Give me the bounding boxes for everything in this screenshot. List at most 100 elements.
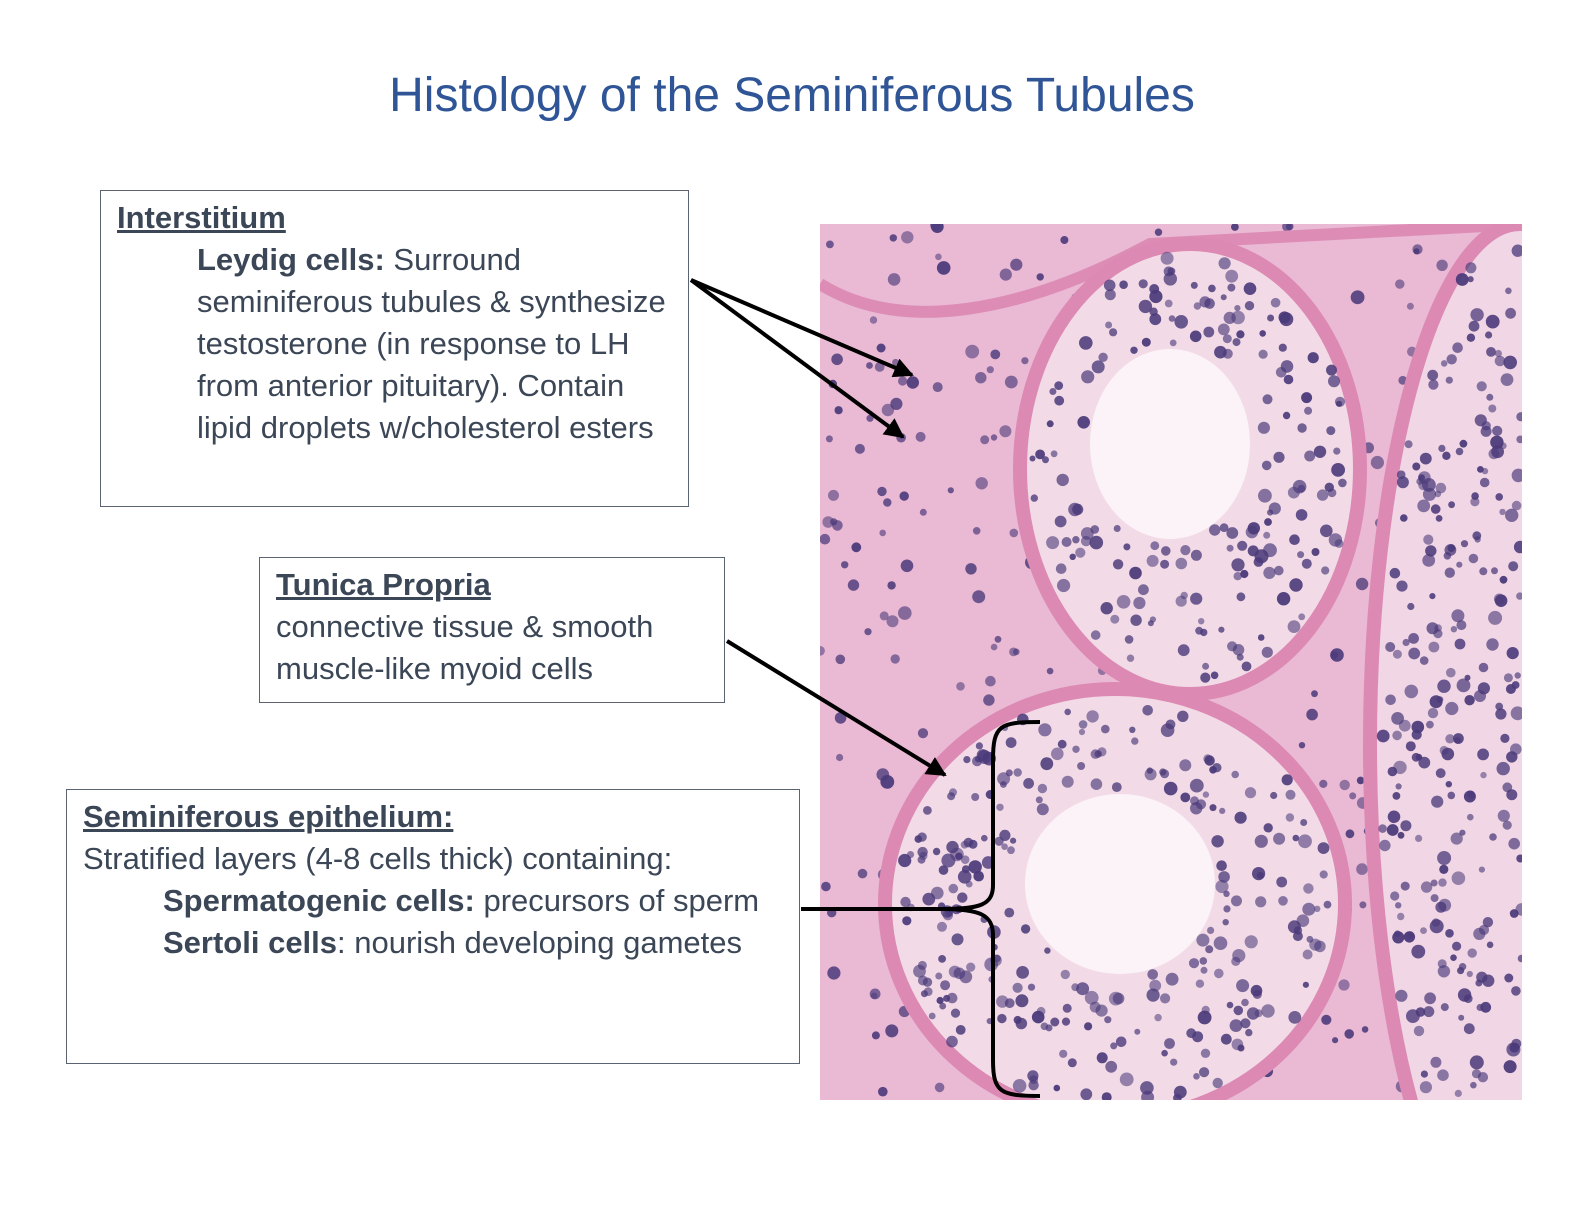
cell-nucleus [1054,515,1067,528]
cell-nucleus [1447,544,1456,553]
cell-nucleus [1211,835,1224,848]
cell-nucleus [1436,696,1444,703]
cell-nucleus [1496,761,1510,776]
cell-nucleus [1486,347,1496,357]
leydig-text: Surround seminiferous tubules & synthesi… [197,242,666,445]
cell-nucleus [1297,551,1305,559]
cell-nucleus [963,756,971,764]
cell-nucleus [874,362,885,372]
cell-nucleus [1223,311,1236,324]
cell-nucleus [1098,352,1108,362]
cell-nucleus [1111,782,1122,792]
cell-nucleus [1408,647,1421,660]
cell-nucleus [1302,981,1309,988]
cell-nucleus [1430,894,1439,903]
cell-nucleus [1510,743,1522,755]
cell-nucleus [1511,681,1520,689]
cell-nucleus [820,533,831,545]
cell-nucleus [999,425,1012,438]
cell-nucleus [1474,536,1481,543]
cell-nucleus [1035,449,1045,460]
cell-nucleus [1104,1016,1112,1024]
cell-nucleus [831,353,843,366]
cell-nucleus [1270,297,1281,308]
cell-nucleus [1060,969,1070,980]
cell-nucleus [1499,575,1508,584]
cell-nucleus [1013,768,1022,777]
cell-nucleus [1491,567,1498,575]
cell-nucleus [1004,907,1015,918]
cell-nucleus [847,579,860,591]
tubule-lower-lumen [1025,794,1215,974]
cell-nucleus [1396,470,1406,479]
cell-nucleus [937,921,947,932]
cell-nucleus [1397,831,1405,839]
cell-nucleus [1245,1028,1253,1037]
cell-nucleus [1333,447,1341,455]
cell-nucleus [834,406,843,415]
cell-nucleus [1415,753,1423,761]
cell-nucleus [1332,1037,1339,1044]
cell-nucleus [971,793,980,801]
cell-nucleus [1071,983,1080,992]
cell-nucleus [1012,1079,1027,1093]
cell-nucleus [1328,533,1343,547]
cell-nucleus [1508,561,1519,572]
cell-nucleus [841,561,849,569]
cell-nucleus [1134,1028,1141,1035]
cell-nucleus [1446,667,1456,678]
cell-nucleus [1338,478,1347,488]
cell-nucleus [919,508,927,516]
cell-nucleus [1451,871,1466,885]
cell-nucleus [1138,584,1149,596]
cell-nucleus [1492,425,1503,436]
cell-nucleus [1205,945,1214,954]
cell-nucleus [822,516,834,528]
cell-nucleus [1386,824,1399,836]
cell-nucleus [1466,333,1476,342]
cell-nucleus [1197,1010,1212,1025]
cell-nucleus [1319,779,1328,789]
cell-nucleus [1138,299,1153,314]
cell-nucleus [1435,901,1447,913]
cell-nucleus [1077,416,1090,429]
spermatogenic-description: Spermatogenic cells: precursors of sperm [83,880,785,922]
cell-nucleus [1423,1006,1435,1018]
cell-nucleus [1301,558,1312,569]
cell-nucleus [1212,763,1222,773]
cell-nucleus [1489,833,1497,841]
cell-nucleus [1328,375,1340,388]
cell-nucleus [1467,948,1477,958]
cell-nucleus [836,753,844,762]
cell-nucleus [1450,954,1457,961]
cell-nucleus [975,477,988,490]
cell-nucleus [1259,330,1266,337]
cell-nucleus [1204,755,1215,766]
cell-nucleus [828,489,839,501]
cell-nucleus [1105,1060,1118,1073]
cell-nucleus [1028,1080,1039,1091]
cell-nucleus [928,1012,936,1020]
cell-nucleus [1406,1009,1420,1023]
cell-nucleus [1418,471,1431,484]
cell-nucleus [1395,989,1408,1002]
cell-nucleus [1470,497,1480,507]
cell-nucleus [1060,236,1069,244]
cell-nucleus [1268,502,1281,515]
cell-nucleus [999,268,1012,281]
cell-nucleus [1089,535,1104,550]
cell-nucleus [1075,547,1086,558]
cell-nucleus [1499,508,1506,516]
cell-nucleus [1209,804,1217,812]
cell-nucleus [1478,662,1489,673]
interstitium-box: Interstitium Leydig cells: Surround semi… [100,190,689,507]
cell-nucleus [1288,1011,1302,1024]
cell-nucleus [1222,334,1232,344]
cell-nucleus [906,376,919,389]
cell-nucleus [956,682,965,691]
cell-nucleus [1463,1023,1475,1035]
cell-nucleus [1004,998,1015,1009]
cell-nucleus [857,868,868,879]
cell-nucleus [1169,339,1177,347]
cell-nucleus [1469,1055,1484,1070]
